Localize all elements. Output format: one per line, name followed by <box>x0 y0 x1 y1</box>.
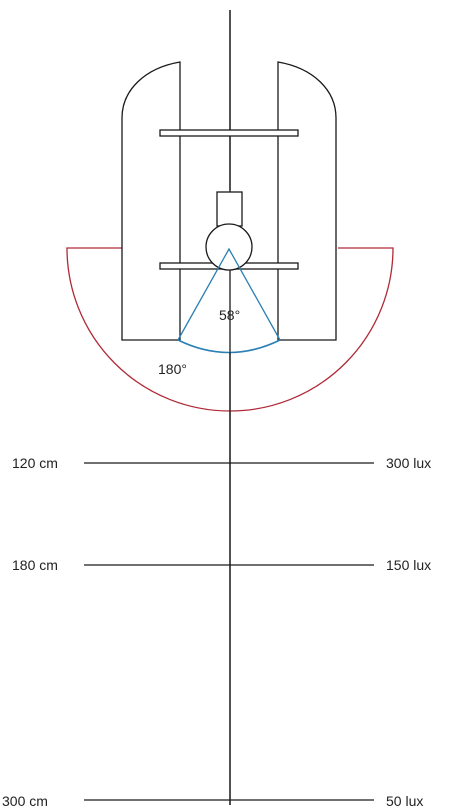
inner-angle-label: 58° <box>219 307 240 323</box>
inner-beam-cone <box>177 247 281 341</box>
distance-label-120: 120 cm <box>12 455 58 471</box>
lamp-neck <box>216 191 243 227</box>
inner-beam-arc <box>177 339 281 354</box>
right-housing <box>277 61 337 341</box>
lux-label-50: 50 lux <box>386 793 423 809</box>
lux-label-300: 300 lux <box>386 455 431 471</box>
left-housing <box>121 61 181 341</box>
lamp-head-icon <box>205 223 253 271</box>
lux-label-150: 150 lux <box>386 557 431 573</box>
distance-label-300: 300 cm <box>2 793 48 809</box>
distance-label-180: 180 cm <box>12 557 58 573</box>
outer-angle-label: 180° <box>158 361 187 377</box>
upper-crossbar <box>159 129 299 137</box>
